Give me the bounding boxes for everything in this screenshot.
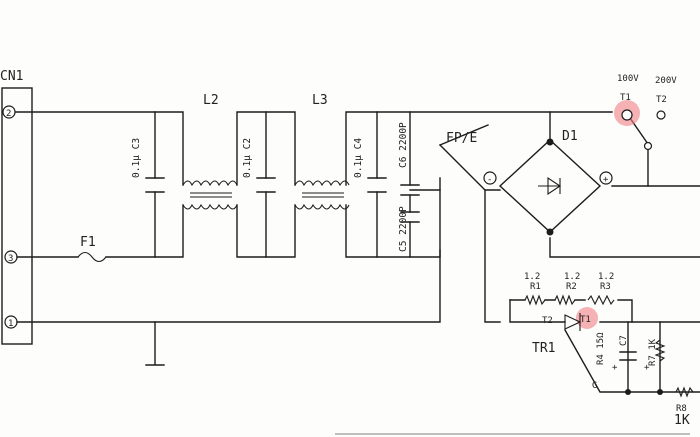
voltage-switch: T1 T2 100V 200V bbox=[614, 74, 677, 151]
c7-label: C7 bbox=[619, 335, 629, 346]
c3-plates bbox=[145, 177, 165, 193]
bridge-left-feed bbox=[439, 144, 501, 191]
l3-label: L3 bbox=[312, 93, 328, 108]
r8-value: 1K bbox=[674, 413, 690, 428]
lower-node-1 bbox=[625, 389, 631, 395]
r3-value: 1.2 bbox=[598, 272, 614, 282]
bottom-rail-wire bbox=[16, 249, 441, 323]
c6-label: C6 2200P bbox=[398, 122, 409, 168]
l2-coil-bottom bbox=[182, 203, 238, 210]
c3-label: 0.1μ C3 bbox=[131, 138, 142, 178]
r3-label: R3 bbox=[600, 282, 611, 292]
bridge-plus-terminal bbox=[599, 171, 613, 185]
triac-t1-highlight bbox=[576, 307, 598, 329]
wires bbox=[15, 111, 700, 393]
connector-pin-2-label: 2 bbox=[6, 109, 11, 119]
capacitor-c3: 0.1μ C3 bbox=[131, 138, 165, 193]
c4-plates bbox=[367, 177, 387, 193]
plus-mark-2: + bbox=[644, 363, 650, 373]
r3-symbol bbox=[587, 294, 615, 306]
l2-coil-top bbox=[182, 180, 238, 187]
c7-plates bbox=[619, 351, 637, 361]
r4-label: R4 15Ω bbox=[596, 332, 606, 365]
lower-node-2 bbox=[657, 389, 663, 395]
resistor-chain: 1.2 R1 1.2 R2 1.2 R3 bbox=[524, 272, 615, 306]
c4-label: 0.1μ C4 bbox=[353, 138, 364, 178]
resistor-chain-left bbox=[509, 299, 566, 323]
bridge-d1: - + D1 bbox=[483, 129, 613, 236]
connector-frame bbox=[1, 87, 33, 345]
fg-line bbox=[439, 124, 489, 146]
r2-label: R2 bbox=[566, 282, 577, 292]
fuse-symbol bbox=[77, 251, 107, 263]
c2-label: 0.1μ C2 bbox=[242, 138, 253, 178]
inductor-l3: L3 bbox=[294, 93, 350, 210]
switch-t2-contact bbox=[656, 110, 666, 120]
triac-t1-label: T1 bbox=[580, 315, 591, 325]
l3-core bbox=[302, 192, 344, 198]
capacitor-c6: C6 2200P bbox=[398, 122, 420, 196]
switch-t2-label: T2 bbox=[656, 95, 667, 105]
bridge-minus-label: - bbox=[487, 175, 492, 185]
bridge-minus-terminal bbox=[483, 171, 497, 185]
connector-pin-1-label: 1 bbox=[8, 319, 13, 329]
c6-plates bbox=[400, 184, 420, 196]
connector-label: CN1 bbox=[0, 69, 23, 84]
bridge-bottom-wire bbox=[549, 237, 700, 258]
connector-pin-3-label: 3 bbox=[8, 254, 13, 264]
bridge-diode-symbol bbox=[538, 176, 561, 196]
triac-gate-wire bbox=[564, 329, 700, 393]
fuse-f1: F1 bbox=[77, 235, 107, 263]
connector-pin-2 bbox=[2, 105, 16, 119]
r1-symbol bbox=[524, 294, 546, 306]
bridge-node-bottom bbox=[546, 228, 554, 236]
c5-plates bbox=[400, 211, 420, 223]
bridge-plus-label: + bbox=[603, 175, 609, 185]
bridge-label: D1 bbox=[562, 129, 578, 144]
switch-wire bbox=[629, 117, 649, 187]
capacitor-c4: 0.1μ C4 bbox=[353, 138, 387, 193]
r1-value: 1.2 bbox=[524, 272, 540, 282]
triac-label: TR1 bbox=[532, 341, 555, 356]
c2-plates bbox=[256, 177, 276, 193]
c5-label: C5 2200P bbox=[398, 206, 409, 252]
inductor-l2: L2 bbox=[182, 93, 238, 210]
l2-core bbox=[190, 192, 232, 198]
capacitor-c5: C5 2200P bbox=[398, 206, 420, 252]
connector-cn1: CN1 2 3 1 bbox=[0, 69, 33, 345]
r8-label: R8 bbox=[676, 404, 687, 414]
switch-common bbox=[643, 141, 653, 151]
r2-value: 1.2 bbox=[564, 272, 580, 282]
plus-mark-1: + bbox=[612, 363, 618, 373]
r2-symbol bbox=[554, 294, 576, 306]
triac-symbol bbox=[564, 314, 582, 330]
r1-label: R1 bbox=[530, 282, 541, 292]
switch-v2-label: 200V bbox=[655, 76, 677, 86]
r7-symbol bbox=[654, 339, 666, 362]
triac-gate-label: G bbox=[592, 381, 597, 391]
resistor-chain-wire bbox=[509, 299, 633, 323]
scan-rule bbox=[335, 433, 690, 435]
bridge-node-top bbox=[546, 138, 554, 146]
fg-label: FP/E bbox=[446, 131, 477, 146]
l3-coil-top bbox=[294, 180, 350, 187]
top-rail-wire bbox=[15, 111, 613, 186]
r7-label: R7 1K bbox=[648, 338, 658, 366]
ground-stub bbox=[145, 321, 165, 366]
r8-symbol bbox=[675, 386, 694, 398]
triac-t2-label: T2 bbox=[542, 316, 553, 326]
lower-network: R4 15Ω C7 R7 1K + + R8 1K bbox=[596, 332, 694, 428]
switch-v1-label: 100V bbox=[617, 74, 639, 84]
fuse-label: F1 bbox=[80, 235, 96, 250]
capacitor-c2: 0.1μ C2 bbox=[242, 138, 276, 193]
triac-tr1: T1 T2 TR1 G bbox=[532, 307, 598, 391]
bridge-lower-feed bbox=[484, 189, 501, 323]
switch-t1-label: T1 bbox=[620, 93, 631, 103]
l3-coil-bottom bbox=[294, 203, 350, 210]
l2-label: L2 bbox=[203, 93, 219, 108]
switch-t1-contact bbox=[621, 109, 633, 121]
